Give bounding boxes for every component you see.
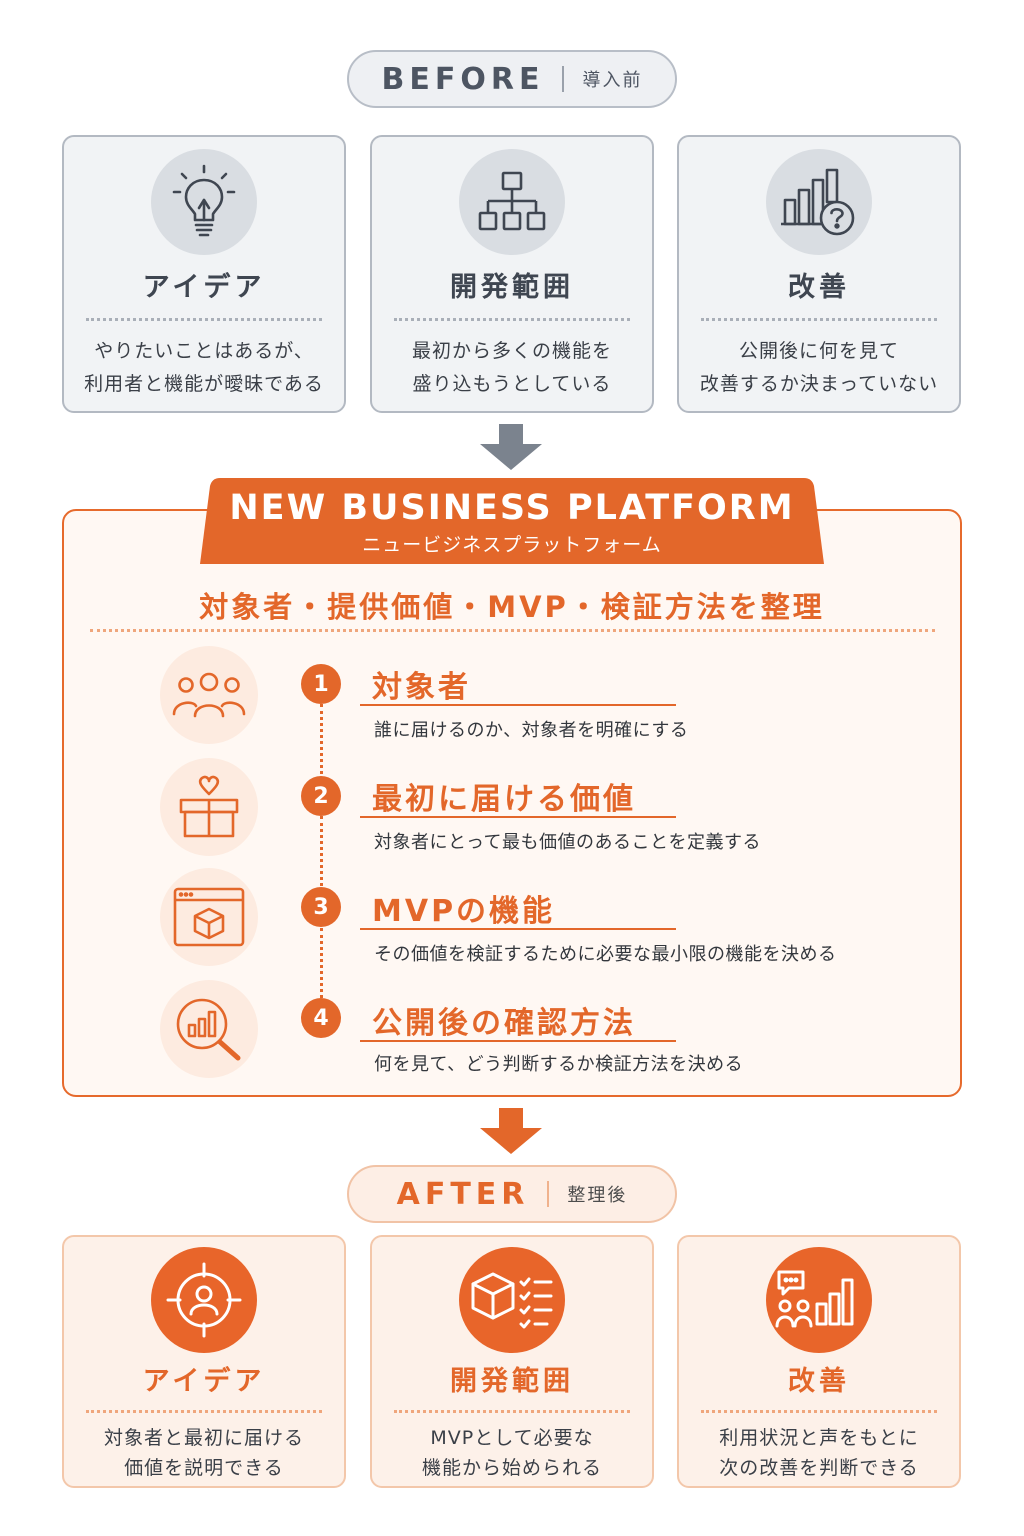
before-label: BEFORE 導入前: [347, 50, 677, 108]
step-description: 誰に届けるのか、対象者を明確にする: [374, 720, 689, 741]
step-underline: [360, 816, 676, 818]
chart-question-icon: [766, 149, 872, 255]
platform-title: NEW BUSINESS PLATFORM: [229, 488, 795, 528]
platform-banner: NEW BUSINESS PLATFORM ニュービジネスプラットフォーム: [200, 478, 824, 564]
card-title: 改善: [788, 272, 850, 303]
card-line: 盛り込もうとしている: [412, 373, 612, 395]
step-connector: [320, 816, 323, 892]
step-number: 4: [301, 998, 341, 1038]
card-line: MVPとして必要な: [430, 1427, 594, 1449]
card-line: 公開後に何を見て: [738, 340, 899, 362]
dotted-divider: [394, 1410, 630, 1413]
card-description: MVPとして必要な 機能から始められる: [422, 1423, 602, 1483]
after-card-scope: 開発範囲 MVPとして必要な 機能から始められる: [370, 1235, 654, 1488]
box-checklist-icon: [459, 1247, 565, 1353]
step-title: 公開後の確認方法: [372, 1006, 636, 1041]
magnify-chart-icon: [160, 980, 258, 1078]
dotted-divider: [701, 1410, 937, 1413]
card-line: 次の改善を判断できる: [719, 1457, 919, 1479]
step-title: 対象者: [372, 670, 471, 705]
step-underline: [360, 1040, 676, 1042]
before-card-scope: 開発範囲 最初から多くの機能を 盛り込もうとしている: [370, 135, 654, 413]
platform-subtitle: ニュービジネスプラットフォーム: [362, 534, 662, 556]
before-title: BEFORE: [381, 61, 545, 97]
after-card-improvement: 改善 利用状況と声をもとに 次の改善を判断できる: [677, 1235, 961, 1488]
card-line: 価値を説明できる: [124, 1457, 284, 1479]
lightbulb-icon: [151, 149, 257, 255]
card-line: 利用者と機能が曖昧である: [84, 373, 324, 395]
feedback-chart-icon: [766, 1247, 872, 1353]
step-underline: [360, 928, 676, 930]
arrow-down-icon: [480, 1108, 542, 1154]
card-description: 利用状況と声をもとに 次の改善を判断できる: [719, 1423, 919, 1483]
card-line: やりたいことはあるが、: [94, 340, 314, 362]
card-line: 機能から始められる: [421, 1457, 602, 1479]
before-subtitle: 導入前: [582, 70, 643, 91]
gift-heart-icon: [160, 758, 258, 856]
card-line: 利用状況と声をもとに: [719, 1427, 919, 1449]
step-title: 最初に届ける価値: [372, 782, 636, 817]
step-connector: [320, 928, 323, 1004]
step-number: 3: [301, 887, 341, 927]
card-line: 対象者と最初に届ける: [103, 1427, 304, 1449]
card-description: 対象者と最初に届ける 価値を説明できる: [104, 1423, 304, 1483]
card-line: 最初から多くの機能を: [411, 340, 612, 362]
card-title: アイデア: [142, 1366, 266, 1397]
after-card-idea: アイデア 対象者と最初に届ける 価値を説明できる: [62, 1235, 346, 1488]
dotted-divider: [90, 629, 935, 632]
step-title: MVPの機能: [372, 894, 556, 929]
platform-heading: 対象者・提供価値・MVP・検証方法を整理: [199, 590, 825, 624]
dotted-divider: [701, 318, 937, 321]
browser-box-icon: [160, 868, 258, 966]
before-card-improvement: 改善 公開後に何を見て 改善するか決まっていない: [677, 135, 961, 413]
step-description: 対象者にとって最も価値のあることを定義する: [374, 832, 762, 853]
step-description: 何を見て、どう判断するか検証方法を決める: [374, 1054, 744, 1075]
card-description: やりたいことはあるが、 利用者と機能が曖昧である: [84, 335, 324, 401]
card-title: 改善: [788, 1366, 850, 1397]
after-title: AFTER: [396, 1176, 530, 1212]
divider: [547, 1181, 550, 1207]
after-subtitle: 整理後: [567, 1185, 628, 1206]
target-person-icon: [151, 1247, 257, 1353]
divider: [562, 66, 565, 92]
step-description: その価値を検証するために必要な最小限の機能を決める: [374, 944, 837, 965]
step-connector: [320, 704, 323, 780]
hierarchy-icon: [459, 149, 565, 255]
arrow-down-icon: [480, 424, 542, 470]
after-label: AFTER 整理後: [347, 1165, 677, 1223]
card-title: 開発範囲: [450, 272, 574, 303]
step-number: 2: [301, 776, 341, 816]
dotted-divider: [394, 318, 630, 321]
dotted-divider: [86, 318, 322, 321]
card-description: 公開後に何を見て 改善するか決まっていない: [700, 335, 938, 401]
card-description: 最初から多くの機能を 盛り込もうとしている: [412, 335, 612, 401]
step-underline: [360, 704, 676, 706]
card-title: 開発範囲: [450, 1366, 574, 1397]
before-card-idea: アイデア やりたいことはあるが、 利用者と機能が曖昧である: [62, 135, 346, 413]
step-number: 1: [301, 664, 341, 704]
card-line: 改善するか決まっていない: [699, 373, 939, 395]
card-title: アイデア: [142, 272, 266, 303]
dotted-divider: [86, 1410, 322, 1413]
people-icon: [160, 646, 258, 744]
